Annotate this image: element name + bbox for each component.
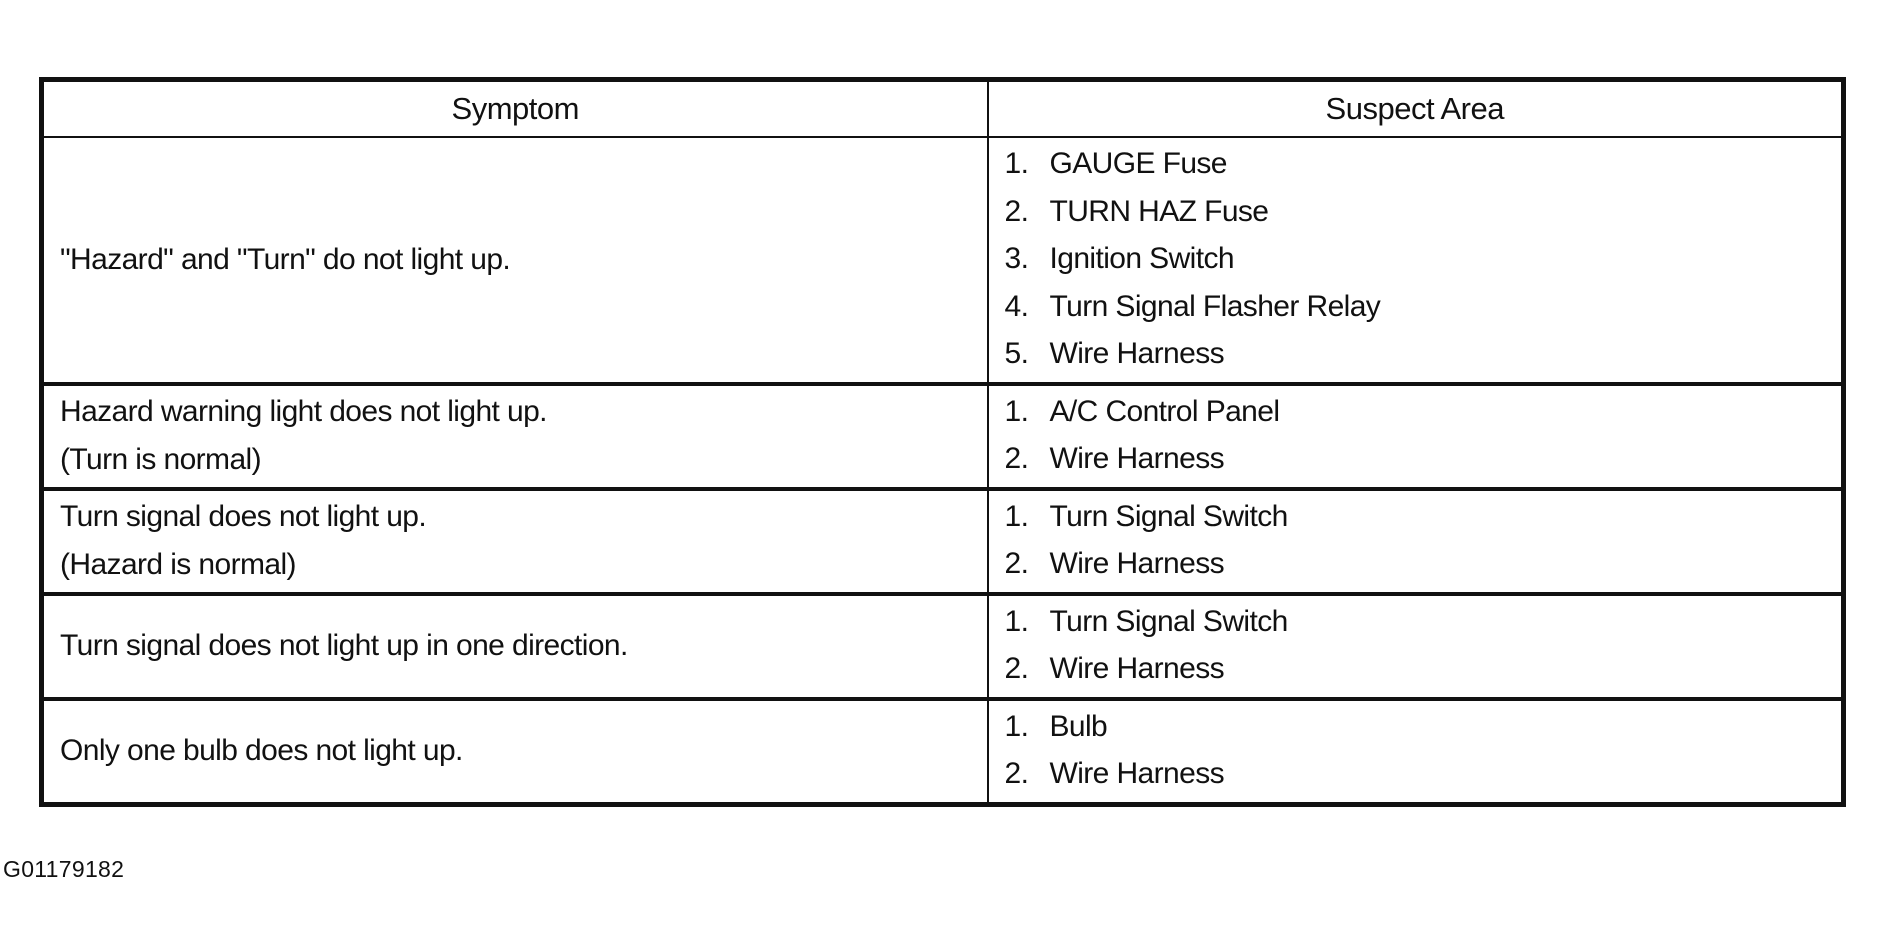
item-number: 3. [1004,242,1029,275]
symptom-cell: Turn signal does not light up in one dir… [40,591,989,700]
suspect-area-text: GAUGE Fuse [1049,147,1228,180]
suspect-area-cell: 1. Turn Signal Switch 2. Wire Harness [986,486,1845,595]
suspect-area-cell: 1. A/C Control Panel 2. Wire Harness [986,381,1845,490]
item-number: 1. [1004,604,1029,638]
list-item: 5. Wire Harness [1005,330,1842,378]
suspect-area-column-header: Suspect Area [986,78,1845,138]
suspect-area-text: Wire Harness [1049,337,1225,370]
symptom-text: Turn signal does not light up in one dir… [60,629,628,662]
item-number: 2. [1004,442,1029,475]
figure-id: G01179182 [3,856,125,882]
symptom-text: Only one bulb does not light up. [60,734,463,767]
table-row: Only one bulb does not light up. 1. Bulb … [40,696,1845,805]
symptom-note: (Turn is normal) [60,443,262,476]
symptom-cell: Turn signal does not light up. (Hazard i… [40,486,989,595]
item-number: 1. [1004,499,1029,533]
item-number: 1. [1004,147,1029,180]
list-item: 2. Wire Harness [1005,540,1842,588]
item-number: 2. [1004,194,1029,228]
list-item: 1. Turn Signal Switch [1005,598,1842,646]
table-row: Hazard warning light does not light up. … [40,381,1845,490]
suspect-area-text: Turn Signal Switch [1049,499,1289,533]
item-number: 4. [1004,289,1029,323]
table-row: Turn signal does not light up. (Hazard i… [40,486,1845,595]
symptom-column-header: Symptom [40,78,989,138]
item-number: 1. [1004,394,1029,428]
suspect-area-cell: 1. Turn Signal Switch 2. Wire Harness [986,591,1845,700]
table-row: "Hazard" and "Turn" do not light up. 1. G… [40,136,1845,385]
item-number: 2. [1004,547,1029,580]
symptom-text: Turn signal does not light up. [60,500,427,533]
symptom-note: (Hazard is normal) [60,548,297,581]
item-number: 5. [1004,337,1029,370]
suspect-area-list: 1. Bulb 2. Wire Harness [1005,701,1842,802]
suspect-area-text: Wire Harness [1049,652,1225,685]
suspect-area-text: Turn Signal Switch [1049,604,1289,638]
list-item: 2. Wire Harness [1005,750,1842,798]
suspect-area-text: Wire Harness [1049,547,1225,580]
item-number: 1. [1004,709,1029,743]
list-item: 2. Wire Harness [1005,645,1842,693]
suspect-area-text: A/C Control Panel [1049,394,1281,428]
suspect-area-list: 1. A/C Control Panel 2. Wire Harness [1005,386,1842,487]
list-item: 2. Wire Harness [1005,435,1842,483]
suspect-area-text: Ignition Switch [1049,242,1235,275]
item-number: 2. [1004,757,1029,790]
suspect-area-text: Wire Harness [1049,442,1225,475]
problem-symptoms-table: Symptom Suspect Area "Hazard" and "Turn"… [39,77,1846,807]
table-body: "Hazard" and "Turn" do not light up. 1. G… [40,136,1845,805]
table-row: Turn signal does not light up in one dir… [40,591,1845,700]
symptom-cell: "Hazard" and "Turn" do not light up. [40,136,989,385]
symptom-cell: Hazard warning light does not light up. … [40,381,989,490]
list-item: 1. Bulb [1005,703,1842,751]
list-item: 1. Turn Signal Switch [1005,493,1842,541]
list-item: 1. GAUGE Fuse [1005,140,1842,188]
suspect-area-cell: 1. Bulb 2. Wire Harness [986,696,1845,805]
suspect-area-list: 1. Turn Signal Switch 2. Wire Harness [1005,491,1842,592]
list-item: 1. A/C Control Panel [1005,388,1842,436]
symptom-text: "Hazard" and "Turn" do not light up. [60,242,511,276]
symptom-cell: Only one bulb does not light up. [40,696,989,805]
suspect-area-list: 1. GAUGE Fuse 2. TURN HAZ Fuse 3. Ignition … [1005,138,1842,382]
header-row: Symptom Suspect Area [40,78,1845,138]
list-item: 4. Turn Signal Flasher Relay [1005,283,1842,331]
suspect-area-text: Bulb [1049,709,1108,743]
suspect-area-text: Turn Signal Flasher Relay [1049,289,1381,323]
item-number: 2. [1004,652,1029,685]
suspect-area-list: 1. Turn Signal Switch 2. Wire Harness [1005,596,1842,697]
suspect-area-text: Wire Harness [1049,757,1225,790]
suspect-area-cell: 1. GAUGE Fuse 2. TURN HAZ Fuse 3. Ignition … [986,136,1845,385]
suspect-area-text: TURN HAZ Fuse [1049,194,1269,228]
symptom-text: Hazard warning light does not light up. [60,395,548,428]
list-item: 3. Ignition Switch [1005,235,1842,283]
list-item: 2. TURN HAZ Fuse [1005,188,1842,236]
